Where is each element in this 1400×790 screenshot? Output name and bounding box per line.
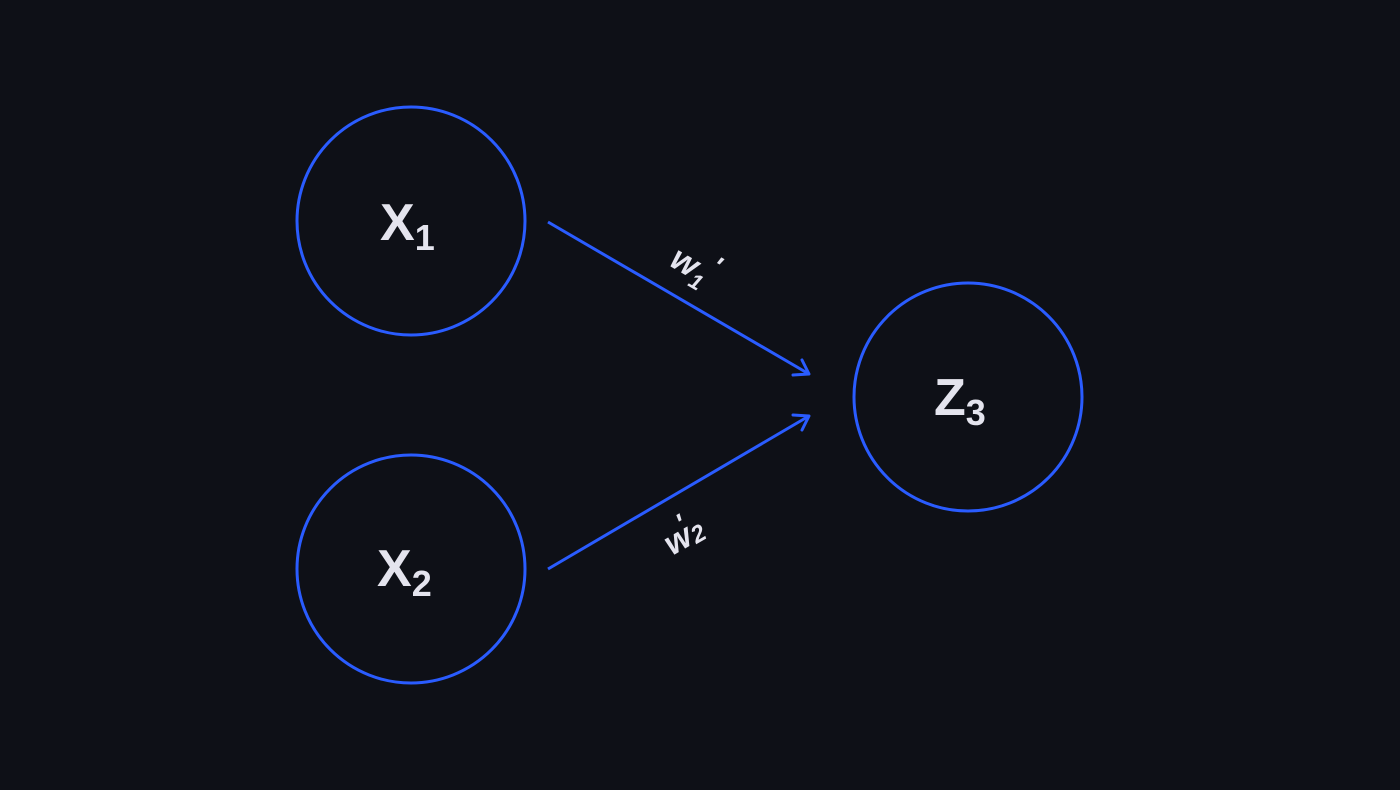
node-x2-label: X2 xyxy=(377,540,432,604)
arrowhead-icon xyxy=(791,358,811,377)
node-z3-label: Z3 xyxy=(934,369,986,433)
node-x2-circle xyxy=(295,453,527,685)
arrowhead-icon xyxy=(791,413,811,432)
edge-x2-z3 xyxy=(547,414,810,571)
node-x1-label: X1 xyxy=(380,194,435,258)
node-x1-circle xyxy=(295,105,527,337)
edge-x1-z3 xyxy=(547,220,810,376)
node-z3-circle xyxy=(852,281,1084,513)
